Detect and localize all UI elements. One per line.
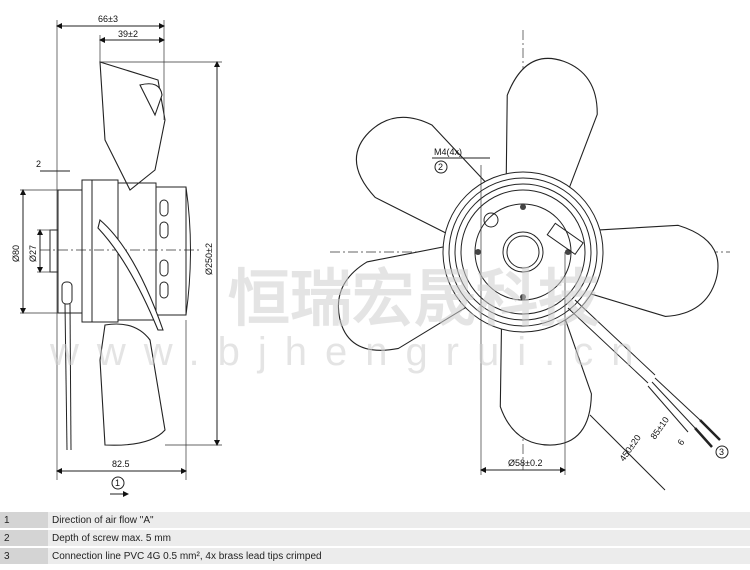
callout-2: 2 bbox=[438, 162, 443, 172]
legend-text: Depth of screw max. 5 mm bbox=[48, 530, 750, 546]
dim-66: 66±3 bbox=[98, 14, 118, 24]
legend-number: 3 bbox=[0, 548, 48, 564]
legend-text: Direction of air flow "A" bbox=[48, 512, 750, 528]
front-view: Ø58±0.2 M4(4x) 2 450±20 85±10 6 3 bbox=[330, 30, 730, 491]
dim-58: Ø58±0.2 bbox=[508, 458, 542, 468]
dim-85: 85±10 bbox=[648, 415, 671, 441]
legend-number: 2 bbox=[0, 530, 48, 546]
dim-82-5: 82.5 bbox=[112, 459, 130, 469]
legend-row: 2 Depth of screw max. 5 mm bbox=[0, 530, 750, 546]
watermark: 恒瑞宏晟科技 www.bjhengrui.cn bbox=[49, 265, 652, 374]
legend-text: Connection line PVC 4G 0.5 mm², 4x brass… bbox=[48, 548, 750, 564]
dim-6: 6 bbox=[675, 437, 686, 447]
legend-table: 1 Direction of air flow "A" 2 Depth of s… bbox=[0, 510, 750, 566]
callout-3: 3 bbox=[719, 447, 724, 457]
dim-2: 2 bbox=[36, 159, 41, 169]
watermark-cn: 恒瑞宏晟科技 bbox=[228, 265, 600, 334]
legend-number: 1 bbox=[0, 512, 48, 528]
callout-1: 1 bbox=[115, 478, 120, 488]
dim-39: 39±2 bbox=[118, 29, 138, 39]
legend-row: 3 Connection line PVC 4G 0.5 mm², 4x bra… bbox=[0, 548, 750, 564]
watermark-url: www.bjhengrui.cn bbox=[49, 330, 652, 374]
side-view: 66±3 39±2 Ø250±2 2 Ø80 Ø27 82.5 1 bbox=[11, 14, 222, 497]
dim-80: Ø80 bbox=[11, 245, 21, 262]
legend-row: 1 Direction of air flow "A" bbox=[0, 512, 750, 528]
dim-27: Ø27 bbox=[28, 245, 38, 262]
thread-label: M4(4x) bbox=[434, 147, 462, 157]
dim-450: 450±20 bbox=[617, 433, 642, 463]
fan-technical-drawing: 66±3 39±2 Ø250±2 2 Ø80 Ø27 82.5 1 bbox=[11, 14, 730, 497]
dim-250: Ø250±2 bbox=[204, 243, 214, 275]
